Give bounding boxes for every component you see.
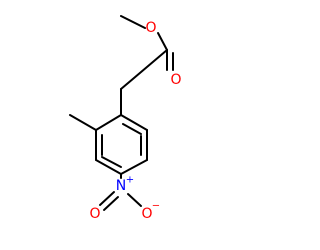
bond-nitro-oxygen-left-1 [99, 191, 115, 206]
ester-oxygen-label: O [145, 20, 156, 36]
bond-ring-methyl [69, 114, 97, 131]
ring-inner-bond-top-right [122, 123, 142, 135]
bond-nitro-oxygen-left-2 [103, 196, 119, 211]
ring-bond-top-left [95, 114, 122, 131]
ring-inner-bond-bottom-left [101, 156, 122, 168]
nitro-oxygen-right-label: O [141, 206, 152, 222]
bond-ester-oxygen-carbonyl [157, 32, 168, 51]
ring-bond-top-right [120, 114, 148, 131]
nitro-nitrogen-label: N [116, 178, 126, 194]
bond-carbonyl-ch2 [120, 49, 168, 90]
molecule-structure-diagram: O O N + O O − [69, 15, 182, 222]
nitro-nitrogen-charge: + [126, 175, 134, 186]
ring-bond-bottom-right [120, 159, 148, 175]
bond-methyl-ester-oxygen [120, 15, 146, 29]
bond-nitro-oxygen-right [127, 193, 142, 207]
carbonyl-oxygen-label: O [170, 72, 181, 88]
nitro-oxygen-right-charge: − [152, 201, 160, 212]
nitro-oxygen-left-label: O [89, 206, 100, 222]
ring-bond-bottom-left [95, 159, 122, 175]
